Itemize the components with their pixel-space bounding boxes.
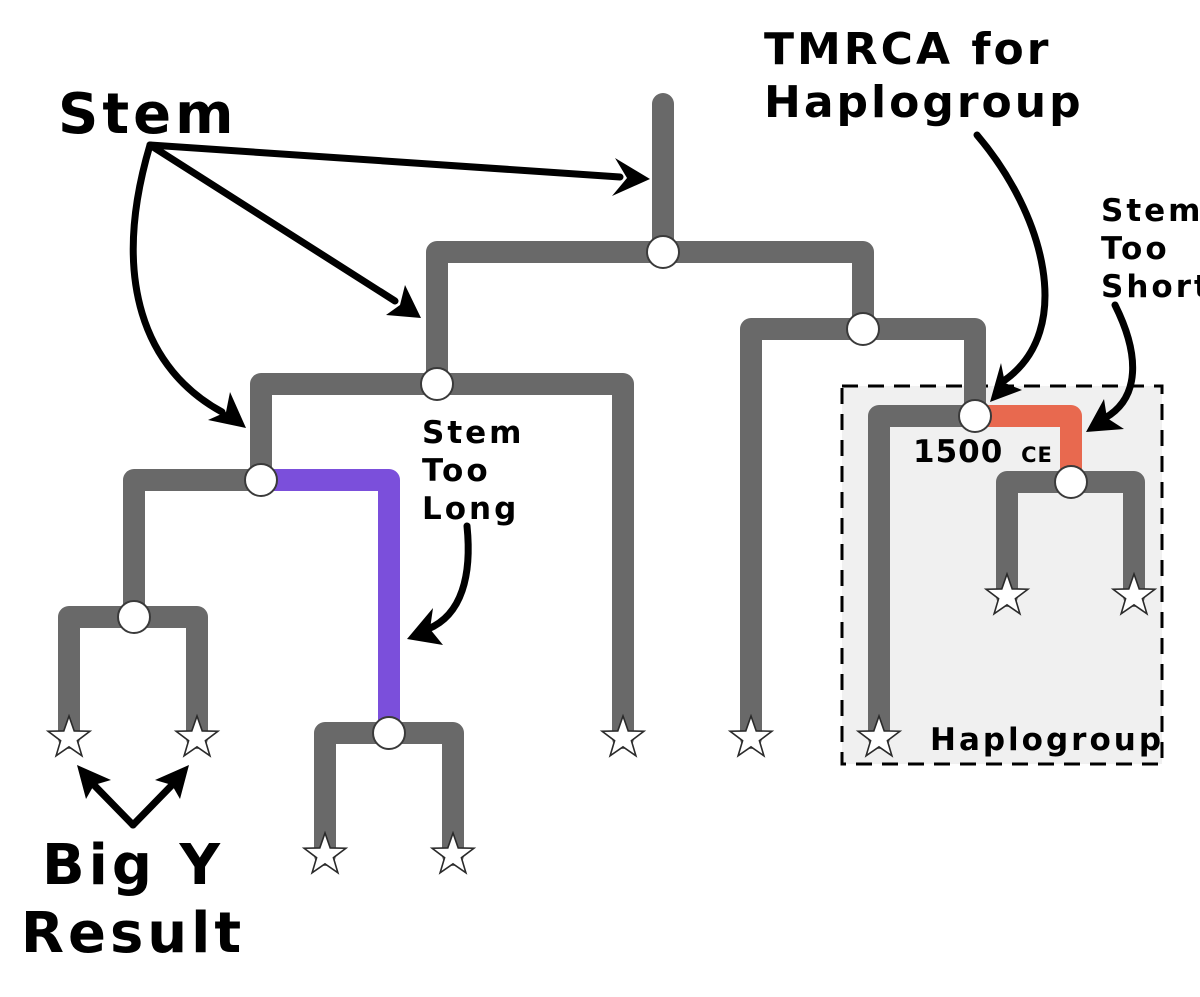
- stem-too-short-branch: [964, 405, 1082, 493]
- left-subclade-branch: [123, 469, 272, 628]
- stem-too-long-label-line2: Too: [422, 453, 491, 489]
- stem-arrow-left-clade: [146, 141, 399, 305]
- node-root: [646, 235, 680, 269]
- arrow-head-icon: [1086, 399, 1124, 432]
- star-icon: [727, 713, 775, 758]
- arrow-head-icon: [990, 363, 1022, 402]
- arrow-head-icon: [208, 392, 246, 428]
- bigy-arrow-left: [89, 780, 137, 829]
- star-icon: [1110, 571, 1158, 616]
- stem-too-long-label-line1: Stem: [422, 415, 524, 451]
- stem-arrow-root: [146, 141, 624, 181]
- tmrca-date-label: 1500 CE: [913, 434, 1053, 470]
- arrow-head-icon: [612, 158, 650, 196]
- star-icon: [301, 830, 349, 875]
- arrow-head-icon: [386, 285, 421, 318]
- node-bigy-pair: [117, 600, 151, 634]
- tree-nodes: [117, 235, 1088, 750]
- bigy-arrow-right: [129, 780, 177, 829]
- tmrca-date-era: CE: [1021, 443, 1053, 467]
- big-y-label-line1: Big Y: [42, 833, 224, 898]
- node-right: [846, 312, 880, 346]
- node-left-sub: [244, 463, 278, 497]
- stem-too-short-label-line2: Too: [1101, 231, 1170, 267]
- stem-too-short-label-line3: Short: [1101, 269, 1200, 305]
- long-stem-children-branch: [314, 722, 464, 866]
- tmrca-label-line2: Haplogroup: [764, 77, 1084, 128]
- arrow-head-icon: [155, 765, 189, 799]
- star-icon: [855, 713, 903, 758]
- star-icon: [429, 830, 477, 875]
- haplogroup-left-branch: [868, 405, 986, 749]
- tmrca-label-line1: TMRCA for: [764, 24, 1051, 75]
- stem-too-short-arrow: [1101, 301, 1137, 422]
- stem-too-long-arrow: [424, 522, 472, 633]
- arrow-head-icon: [77, 765, 111, 799]
- node-long-stem-end: [372, 716, 406, 750]
- star-icon: [599, 713, 647, 758]
- tmrca-arrow: [973, 131, 1049, 384]
- star-icon: [173, 713, 221, 758]
- tmrca-date-value: 1500: [913, 434, 1003, 470]
- stem-too-short-label-line1: Stem: [1101, 193, 1200, 229]
- tree-tips: [45, 571, 1158, 875]
- node-haplogroup-child: [1054, 465, 1088, 499]
- node-left: [420, 367, 454, 401]
- haplogroup-label: Haplogroup: [930, 722, 1164, 758]
- big-y-label-line2: Result: [21, 901, 245, 966]
- bigy-pair-branch: [58, 606, 208, 749]
- star-icon: [983, 571, 1031, 616]
- arrow-head-icon: [407, 608, 443, 645]
- star-icon: [45, 713, 93, 758]
- annotation-arrows: [77, 131, 1137, 829]
- stem-arrow-left-subclade: [129, 141, 226, 416]
- node-haplogroup-tmrca: [958, 399, 992, 433]
- stem-too-long-branch: [250, 469, 400, 744]
- stem-label: Stem: [58, 82, 237, 147]
- stem-too-long-label-line3: Long: [422, 491, 519, 527]
